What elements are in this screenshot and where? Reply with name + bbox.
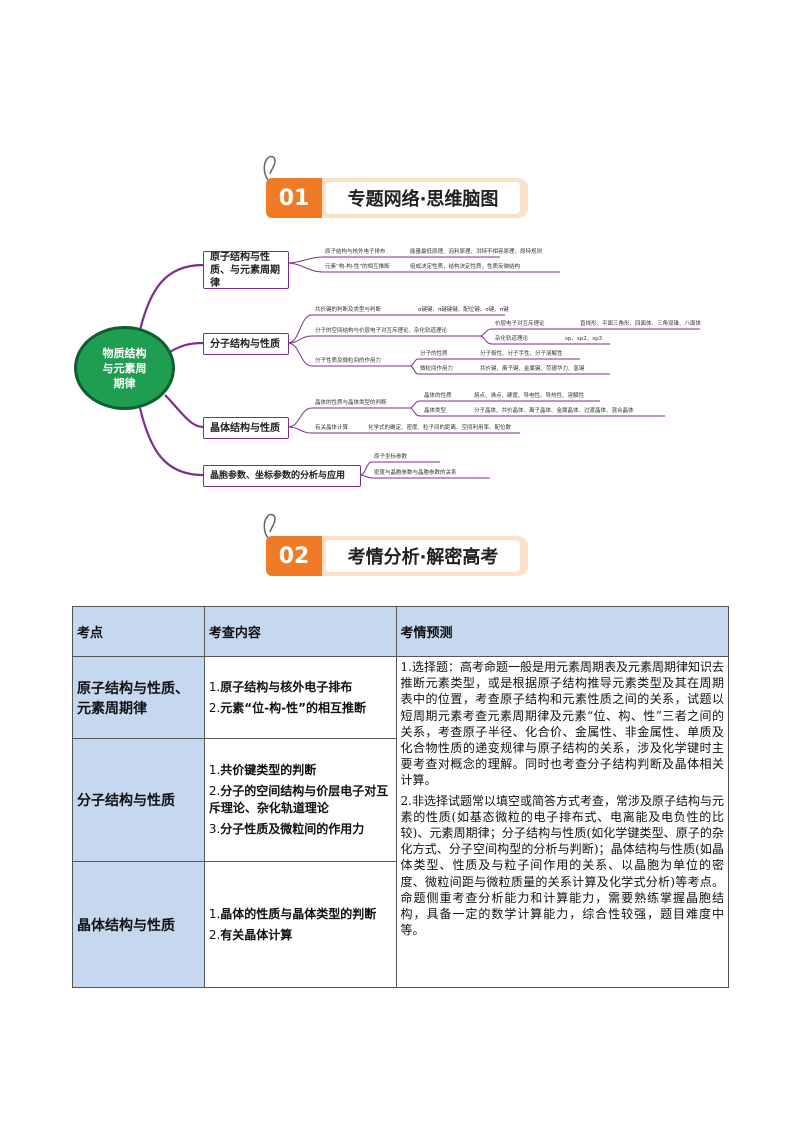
leaf-text: 分子的性质 [420, 351, 448, 357]
leaf-text: 直线形、平面三角形、四面体、三角双锥、八面体 [580, 321, 702, 327]
table-row: 晶体结构与性质 1.晶体的性质与晶体类型的判断 2.有关晶体计算 [72, 861, 729, 988]
mindmap-root: 物质结构与元素周期律 [74, 326, 175, 410]
row-content: 1.晶体的性质与晶体类型的判断 2.有关晶体计算 [203, 861, 397, 988]
leaf-text: 密度与晶胞参数与晶胞参数的关系 [374, 470, 457, 476]
leaf-text: 熔点、沸点、硬度、导电性、导热性、溶解性 [474, 393, 585, 399]
header-content: 考查内容 [203, 606, 397, 657]
prediction-paragraph: 2.非选择试题常以填空或简答方式考查，常涉及原子结构与元素的性质(如基态微粒的电… [400, 793, 724, 938]
row-content: 1.原子结构与核外电子排布 2.元素“位-构-性”的相互推断 [203, 656, 397, 739]
section-number: 02 [266, 536, 322, 576]
leaf-text: 组成决定性质，结构决定性质，性质反映结构 [410, 264, 521, 270]
leaf-text: 分子极性、分子手性、分子溶解性 [480, 351, 563, 357]
leaf-text: 能量最低原理、泡利原理、洪特不相容原理、原特规则 [410, 249, 543, 255]
leaf-text: 原子坐标参数 [374, 454, 408, 460]
prediction-paragraph: 1.选择题：高考命题一般是用元素周期表及元素周期律知识去推断元素类型，或是根据原… [400, 660, 724, 788]
paperclip-icon [263, 513, 276, 541]
leaf-text: 晶体的性质 [424, 393, 452, 399]
branch-atomic-structure: 原子结构与性质、与元素周期律 [203, 251, 289, 289]
leaf-text: σ键键、π键键键、配位键、σ键、π键 [418, 307, 509, 313]
leaf-text: sp、sp2、sp3 [565, 336, 603, 342]
branch-molecular-structure: 分子结构与性质 [203, 333, 289, 355]
leaf-text: 微粒间作用力 [420, 366, 454, 372]
leaf-text: 分子晶体、共价晶体、离子晶体、金属晶体、过渡晶体、混合晶体 [474, 408, 634, 414]
section-title: 专题网络·思维脑图 [326, 182, 520, 214]
row-content: 1.共价键类型的判断 2.分子的空间结构与价层电子对互斥理论、杂化轨道理论 3.… [203, 738, 397, 862]
paperclip-icon [263, 155, 276, 183]
table-row: 分子结构与性质 1.共价键类型的判断 2.分子的空间结构与价层电子对互斥理论、杂… [72, 738, 729, 862]
section-banner-2: 02 考情分析·解密高考 [263, 513, 536, 578]
leaf-text: 共价键、离子键、金属键、范德华力、氢键 [480, 366, 585, 372]
branch-crystal-structure: 晶体结构与性质 [203, 417, 289, 439]
leaf-text: 元素“构-构-性”的相互推断 [325, 264, 390, 270]
row-topic: 原子结构与性质、元素周期律 [72, 656, 205, 739]
leaf-text: 有关晶体计算 [315, 425, 349, 431]
leaf-text: 化学式的确定、密度、粒子间的距离、空间利用率、配位数 [368, 425, 512, 431]
table-row: 原子结构与性质、元素周期律 1.原子结构与核外电子排布 2.元素“位-构-性”的… [72, 656, 730, 988]
section-title: 考情分析·解密高考 [326, 540, 520, 572]
leaf-text: 杂化轨道理论 [495, 336, 529, 342]
leaf-text: 分子的空间结构与价层电子对互斥理论、杂化轨道理论 [315, 328, 448, 334]
header-prediction: 考情预测 [395, 606, 730, 657]
leaf-text: 共价键的判断及类型与判断 [315, 307, 382, 313]
table-header-row: 考点 考查内容 考情预测 [72, 606, 730, 657]
row-topic: 晶体结构与性质 [72, 861, 205, 988]
header-topic: 考点 [72, 606, 205, 657]
section-banner-1: 01 专题网络·思维脑图 [263, 155, 536, 220]
branch-unit-cell-parameters: 晶胞参数、坐标参数的分析与应用 [203, 465, 361, 487]
section-number: 01 [266, 178, 322, 218]
prediction-cell: 1.选择题：高考命题一般是用元素周期表及元素周期律知识去推断元素类型，或是根据原… [395, 656, 730, 988]
exam-analysis-table: 考点 考查内容 考情预测 原子结构与性质、元素周期律 1.原子结构与核外电子排布… [72, 606, 730, 988]
leaf-text: 价层电子对互斥理论 [495, 321, 545, 327]
row-topic: 分子结构与性质 [72, 738, 205, 862]
leaf-text: 原子结构与核外电子排布 [325, 249, 386, 255]
leaf-text: 分子性质及微粒间的作用力 [315, 358, 382, 364]
leaf-text: 晶体的性质与晶体类型的判断 [315, 400, 387, 406]
leaf-text: 晶体类型 [424, 408, 447, 414]
